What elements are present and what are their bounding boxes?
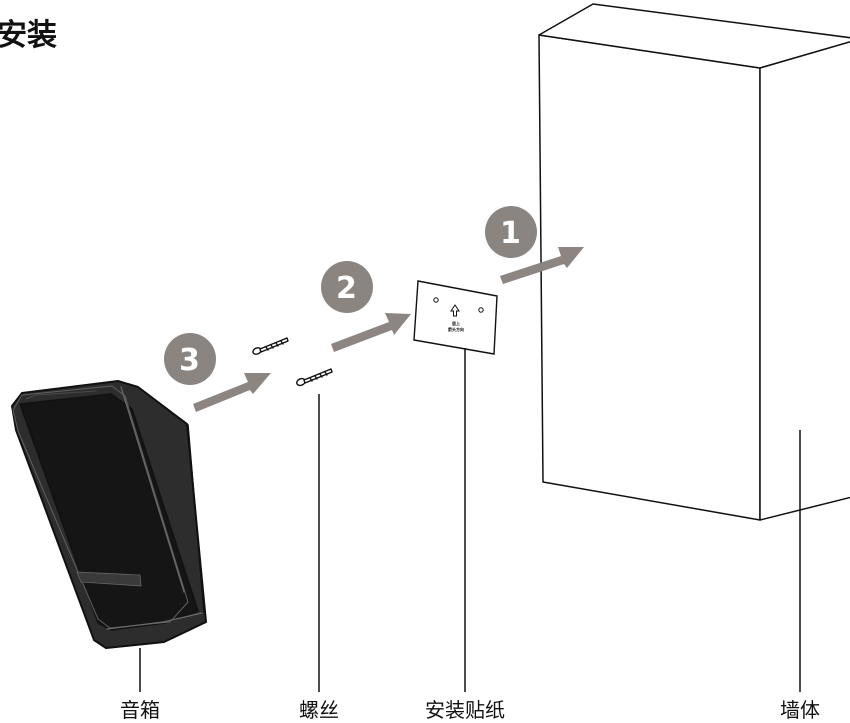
mounting-sticker-icon: 居上 箭头方向 <box>413 280 498 355</box>
speaker-label: 音箱 <box>120 698 160 722</box>
step-badge-3: 3 <box>164 333 216 385</box>
step-badge-2: 2 <box>321 261 373 313</box>
arrow-step-1 <box>500 247 584 284</box>
wall-label: 墙体 <box>780 698 820 722</box>
step-number-2: 2 <box>336 271 357 306</box>
step-number-1: 1 <box>500 216 521 251</box>
step-number-3: 3 <box>179 343 200 378</box>
screw-2 <box>296 368 333 387</box>
arrow-step-2 <box>331 313 411 352</box>
step-badge-1: 1 <box>485 206 537 258</box>
sticker-text-line1: 居上 <box>452 320 460 326</box>
screw-icon <box>252 337 333 387</box>
sticker-text-line2: 箭头方向 <box>448 326 464 332</box>
speaker-icon <box>11 380 207 649</box>
page-title: 安装 <box>0 18 57 53</box>
screw-1 <box>252 337 289 355</box>
wall-icon <box>538 3 850 521</box>
arrow-step-3 <box>193 373 271 412</box>
screws-label: 螺丝 <box>299 698 339 722</box>
sticker-label: 安装贴纸 <box>425 698 505 722</box>
arrow-icon <box>193 247 584 412</box>
